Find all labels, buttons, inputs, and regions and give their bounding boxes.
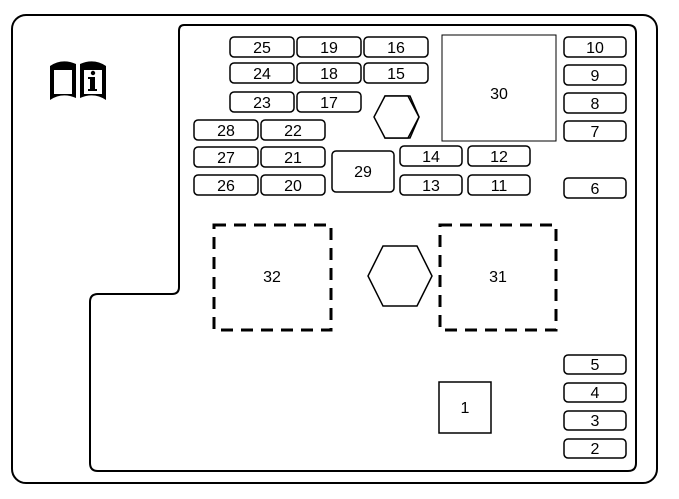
block-30-label: 30: [490, 86, 508, 103]
fuse-26-label: 26: [217, 178, 235, 195]
fuse-5-label: 5: [591, 357, 600, 374]
fuse-4: 4: [563, 382, 627, 403]
fuse-5: 5: [563, 354, 627, 375]
relay-29-label: 29: [354, 164, 372, 181]
fuse-3-label: 3: [591, 413, 600, 430]
fuse-9-label: 9: [591, 68, 600, 85]
fuse-19-label: 19: [320, 40, 338, 57]
fuse-22-label: 22: [284, 123, 302, 140]
hex-stud-small-shape: [373, 95, 420, 139]
fuse-13: 13: [399, 174, 463, 196]
fuse-22: 22: [260, 119, 326, 141]
fuse-28: 28: [193, 119, 259, 141]
fuse-15-label: 15: [387, 66, 405, 83]
block-30: 30: [441, 34, 557, 142]
fuse-10-label: 10: [586, 40, 604, 57]
fuse-27-label: 27: [217, 150, 235, 167]
fuse-10: 10: [563, 36, 627, 58]
fuse-block-outline: [89, 24, 637, 472]
fuse-15: 15: [363, 62, 429, 84]
hex-stud-large: [367, 245, 433, 307]
fuse-8: 8: [563, 92, 627, 114]
fuse-6: 6: [563, 177, 627, 199]
fuse-7-label: 7: [591, 124, 600, 141]
relay-29: 29: [331, 150, 395, 193]
fuse-6-label: 6: [591, 181, 600, 198]
fuse-4-label: 4: [591, 385, 600, 402]
block-32-label: 32: [263, 269, 281, 286]
fuse-27: 27: [193, 146, 259, 168]
outer-panel: [11, 14, 658, 484]
block-32-dashed: 32: [212, 223, 333, 332]
fuse-24: 24: [229, 62, 295, 84]
block-1: 1: [438, 381, 492, 434]
fuse-12: 12: [467, 145, 531, 167]
fuse-17-label: 17: [320, 95, 338, 112]
fuse-24-label: 24: [253, 66, 271, 83]
fuse-16: 16: [363, 36, 429, 58]
fuse-12-label: 12: [490, 149, 508, 166]
fuse-23-label: 23: [253, 95, 271, 112]
fuse-17: 17: [296, 91, 362, 113]
fuse-28-label: 28: [217, 123, 235, 140]
fuse-14-label: 14: [422, 149, 440, 166]
fuse-9: 9: [563, 64, 627, 86]
fuse-8-label: 8: [591, 96, 600, 113]
fuse-18: 18: [296, 62, 362, 84]
fuse-20-label: 20: [284, 178, 302, 195]
fuse-26: 26: [193, 174, 259, 196]
fuse-13-label: 13: [422, 178, 440, 195]
fuse-3: 3: [563, 410, 627, 431]
fuse-25-label: 25: [253, 40, 271, 57]
fuse-21: 21: [260, 146, 326, 168]
fuse-20: 20: [260, 174, 326, 196]
fuse-19: 19: [296, 36, 362, 58]
fuse-23: 23: [229, 91, 295, 113]
block-1-label: 1: [461, 400, 470, 417]
fuse-11: 11: [467, 174, 531, 196]
block-31-dashed: 31: [438, 223, 558, 332]
fuse-2-label: 2: [591, 441, 600, 458]
fuse-21-label: 21: [284, 150, 302, 167]
fuse-2: 2: [563, 438, 627, 459]
fuse-11-label: 11: [491, 178, 508, 195]
fuse-18-label: 18: [320, 66, 338, 83]
owner-manual-info-icon: [50, 61, 106, 100]
fuse-25: 25: [229, 36, 295, 58]
block-31-label: 31: [489, 269, 507, 286]
fuse-7: 7: [563, 120, 627, 142]
fuse-16-label: 16: [387, 40, 405, 57]
fuse-14: 14: [399, 145, 463, 167]
